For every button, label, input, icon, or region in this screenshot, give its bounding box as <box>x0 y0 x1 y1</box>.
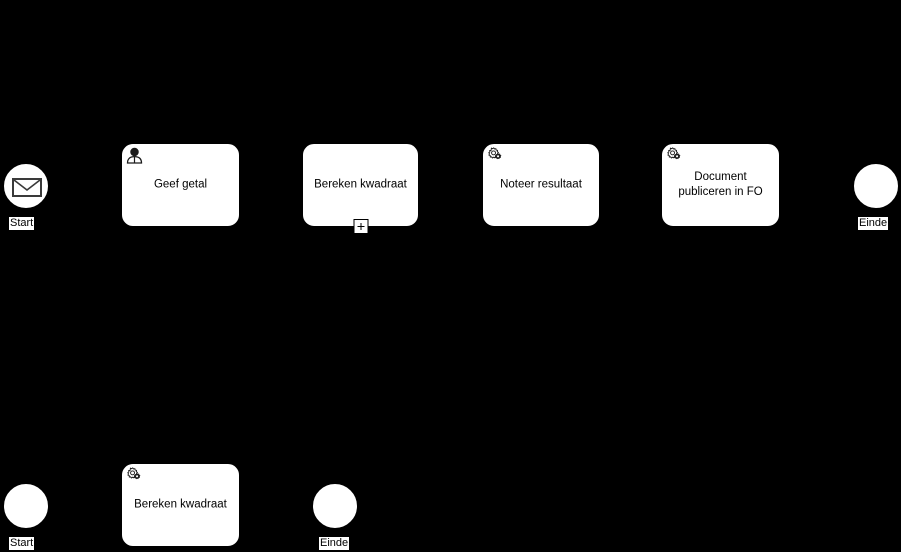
subprocess-expand-icon[interactable] <box>353 219 368 234</box>
envelope-fold-icon <box>14 180 40 192</box>
subprocess-start-event[interactable] <box>3 483 49 529</box>
envelope-icon <box>12 178 42 197</box>
task-geef-getal[interactable]: Geef getal <box>121 143 240 227</box>
subprocess-end-event-label: Einde <box>319 537 350 550</box>
subprocess-start-event-label: Start <box>9 537 35 550</box>
user-icon <box>126 147 143 164</box>
task-label: Noteer resultaat <box>500 178 582 191</box>
subprocess-end-event[interactable] <box>312 483 358 529</box>
start-event-message[interactable] <box>3 163 49 209</box>
end-event-label: Einde <box>858 217 889 230</box>
task-document-publiceren-in-fo[interactable]: Document publiceren in FO <box>661 143 780 227</box>
task-label: Bereken kwadraat <box>134 498 227 511</box>
task-bereken-kwadraat-subprocess[interactable]: Bereken kwadraat <box>302 143 419 234</box>
gear-icon <box>126 467 143 484</box>
gear-icon <box>487 147 504 164</box>
subprocess-task-bereken-kwadraat[interactable]: Bereken kwadraat <box>121 463 240 547</box>
task-noteer-resultaat[interactable]: Noteer resultaat <box>482 143 600 227</box>
task-label: Geef getal <box>153 178 208 191</box>
gear-icon <box>666 147 683 164</box>
start-event-label: Start <box>9 217 35 230</box>
end-event[interactable] <box>853 163 899 209</box>
task-label: Bereken kwadraat <box>314 178 407 191</box>
task-label: Document publiceren in FO <box>678 171 763 198</box>
